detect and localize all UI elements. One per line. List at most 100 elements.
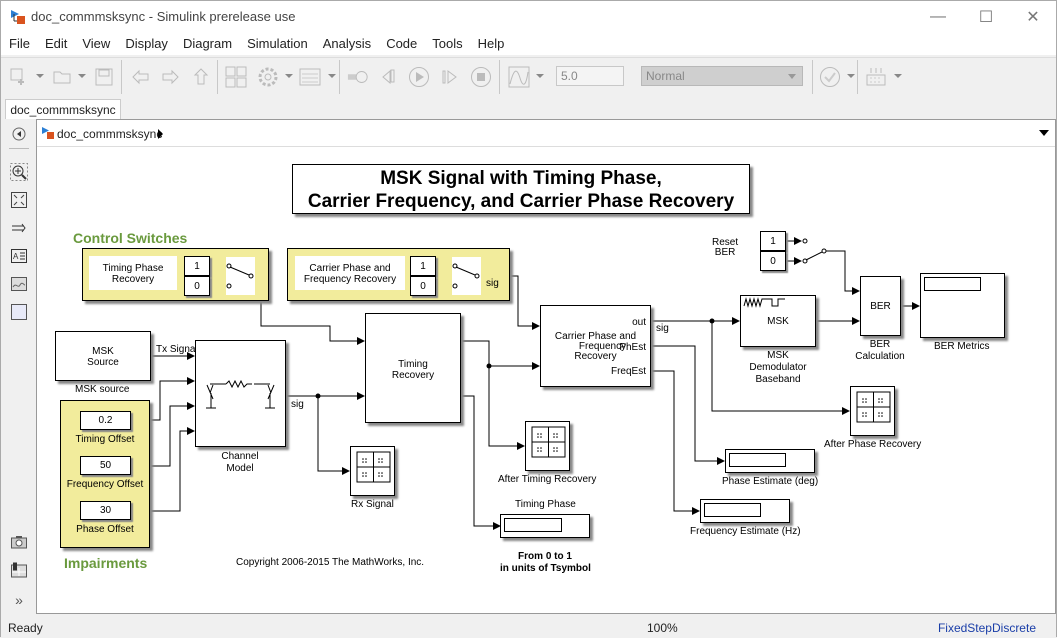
- msk-waveform-icon: [743, 297, 785, 308]
- msk-source-block[interactable]: MSK Source: [55, 331, 151, 381]
- new-model-button[interactable]: [8, 66, 30, 88]
- model-advisor-button[interactable]: [819, 66, 841, 88]
- fit-view-button[interactable]: [10, 191, 28, 209]
- carrier-const-1[interactable]: 1: [410, 256, 436, 276]
- timing-phase-display[interactable]: [500, 514, 590, 538]
- timing-const-1[interactable]: 1: [184, 256, 210, 276]
- copyright-annotation: Copyright 2006-2015 The MathWorks, Inc.: [236, 557, 425, 568]
- data-inspector-button[interactable]: [508, 66, 530, 88]
- refresh-button[interactable]: [347, 66, 369, 88]
- breadcrumb[interactable]: doc_commmsksync: [57, 127, 163, 141]
- phase-offset-const[interactable]: 30: [80, 501, 131, 520]
- carrier-const-0[interactable]: 0: [410, 276, 436, 296]
- minimize-button[interactable]: —: [915, 5, 961, 29]
- step-forward-button[interactable]: [439, 66, 461, 88]
- status-bar: Ready 100% FixedStepDiscrete: [1, 616, 1056, 638]
- port-out-label: out: [632, 317, 646, 328]
- timing-phase-title: Timing Phase: [515, 499, 576, 510]
- image-button[interactable]: [10, 275, 28, 293]
- close-icon: ✕: [1026, 9, 1040, 26]
- channel-model-block[interactable]: [195, 340, 286, 447]
- left-palette: A »: [1, 119, 36, 614]
- rx-signal-scope[interactable]: [350, 446, 395, 496]
- save-button[interactable]: [93, 66, 115, 88]
- up-button[interactable]: [190, 66, 212, 88]
- menu-display[interactable]: Display: [125, 36, 168, 51]
- step-back-icon: [382, 69, 395, 85]
- hide-browser-button[interactable]: [10, 125, 28, 143]
- carrier-recovery-block[interactable]: Carrier Phase and Frequency Recovery out…: [540, 305, 651, 387]
- timing-recovery-block[interactable]: Timing Recovery: [365, 313, 461, 423]
- frequency-estimate-display[interactable]: [700, 499, 790, 523]
- title-line-1: MSK Signal with Timing Phase,: [380, 168, 662, 189]
- run-button[interactable]: [408, 66, 430, 88]
- timing-const-0[interactable]: 0: [184, 276, 210, 296]
- reset-ber-label: Reset BER: [712, 237, 739, 258]
- screenshot-button[interactable]: [10, 533, 28, 551]
- ber-metrics-display[interactable]: [920, 273, 1005, 338]
- menu-diagram[interactable]: Diagram: [182, 36, 233, 51]
- display-readout: [504, 518, 562, 532]
- address-dropdown-icon[interactable]: [1039, 130, 1049, 136]
- signal-button[interactable]: [10, 219, 28, 237]
- reset-ber-const-0[interactable]: 0: [760, 251, 786, 271]
- after-phase-scope[interactable]: [850, 386, 895, 436]
- more-button[interactable]: »: [10, 591, 28, 609]
- reset-ber-switch[interactable]: [802, 232, 827, 270]
- frequency-estimate-caption: Frequency Estimate (Hz): [690, 526, 801, 537]
- zoom-button[interactable]: [10, 163, 28, 181]
- solver-link[interactable]: FixedStepDiscrete: [937, 621, 1036, 635]
- step-back-button[interactable]: [379, 66, 401, 88]
- menu-analysis[interactable]: Analysis: [322, 36, 372, 51]
- wire-phest: [651, 345, 725, 465]
- menu-edit[interactable]: Edit: [44, 36, 68, 51]
- wire-after-timing-branch: [488, 366, 525, 450]
- model-explorer-button[interactable]: [299, 66, 321, 88]
- timing-manual-switch[interactable]: [226, 257, 255, 295]
- tab-model[interactable]: doc_commmsksync: [5, 99, 121, 119]
- menu-code[interactable]: Code: [386, 36, 418, 51]
- simulation-mode-select[interactable]: Normal: [641, 66, 803, 86]
- area-button[interactable]: [10, 303, 28, 321]
- after-phase-caption: After Phase Recovery: [824, 439, 922, 450]
- annotation-button[interactable]: A: [10, 247, 28, 265]
- impairments-title: Impairments: [64, 555, 148, 571]
- library-browser-button[interactable]: [225, 66, 247, 88]
- back-button[interactable]: [130, 66, 152, 88]
- msk-demodulator-block[interactable]: MSK: [740, 295, 816, 347]
- report-button[interactable]: [10, 561, 28, 579]
- port-freqest-label: FreqEst: [610, 366, 646, 377]
- menu-view[interactable]: View: [82, 36, 111, 51]
- after-timing-scope[interactable]: [525, 421, 570, 471]
- maximize-button[interactable]: ☐: [963, 5, 1009, 29]
- build-button[interactable]: [865, 66, 887, 88]
- frequency-offset-const[interactable]: 50: [80, 456, 131, 475]
- phase-estimate-caption: Phase Estimate (deg): [722, 476, 819, 487]
- display-readout: [704, 503, 761, 517]
- model-explorer-icon: [299, 68, 321, 86]
- menu-tools[interactable]: Tools: [432, 36, 463, 51]
- area-icon: [11, 304, 27, 320]
- menu-simulation[interactable]: Simulation: [247, 36, 308, 51]
- timing-offset-const[interactable]: 0.2: [80, 411, 131, 430]
- reset-ber-const-1[interactable]: 1: [760, 231, 786, 251]
- model-config-button[interactable]: [257, 66, 279, 88]
- menu-help[interactable]: Help: [477, 36, 505, 51]
- carrier-manual-switch[interactable]: [452, 257, 481, 295]
- up-icon: [193, 68, 209, 85]
- after-timing-caption: After Timing Recovery: [498, 474, 597, 485]
- minimize-icon: —: [930, 8, 946, 25]
- channel-icon: [206, 379, 275, 409]
- menu-file[interactable]: File: [9, 36, 30, 51]
- phase-estimate-display[interactable]: [725, 449, 815, 473]
- stop-time-input[interactable]: 5.0: [556, 66, 624, 86]
- stop-button[interactable]: [470, 66, 492, 88]
- zoom-level: 100%: [647, 621, 678, 635]
- open-button[interactable]: [51, 66, 73, 88]
- breadcrumb-arrow-icon[interactable]: [158, 129, 163, 139]
- close-button[interactable]: ✕: [1010, 5, 1056, 29]
- forward-button[interactable]: [159, 66, 181, 88]
- ber-calculation-block[interactable]: BER: [860, 276, 901, 336]
- wire-timing-out: [461, 340, 540, 370]
